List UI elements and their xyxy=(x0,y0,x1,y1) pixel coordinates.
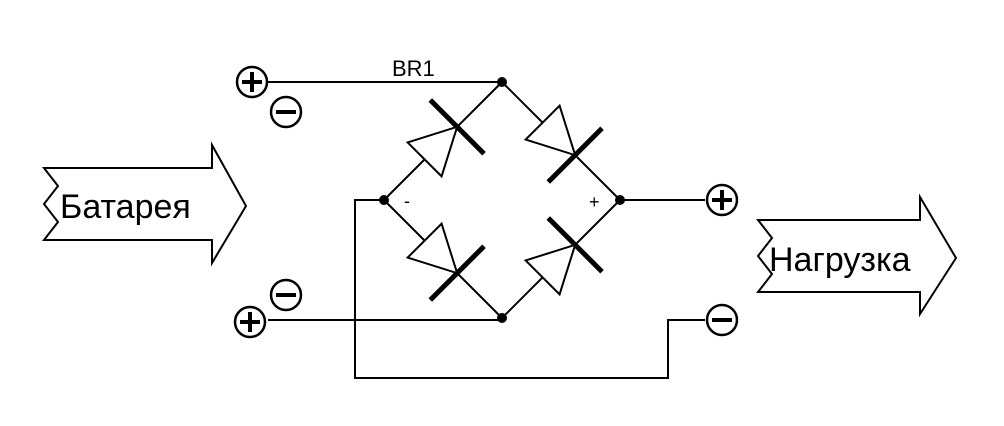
node-left xyxy=(379,195,389,205)
battery-bottom-plus-terminal xyxy=(233,305,267,339)
node-bottom xyxy=(497,313,507,323)
load-label: Нагрузка xyxy=(769,241,911,279)
bridge-minus-label: - xyxy=(404,191,410,211)
battery-bottom-minus-terminal xyxy=(269,278,303,312)
load-minus-terminal xyxy=(705,303,739,337)
bridge-plus-label: + xyxy=(589,192,600,212)
diode-upper-right xyxy=(523,103,604,184)
diode-lower-left xyxy=(405,221,486,302)
battery-label: Батарея xyxy=(60,188,191,226)
wire-bridge-minus-return-to-load xyxy=(354,199,705,379)
battery-top-plus-terminal xyxy=(235,65,269,99)
load-plus-terminal xyxy=(705,183,739,217)
node-right xyxy=(615,195,625,205)
battery-arrow: Батарея xyxy=(41,141,248,267)
load-arrow: Нагрузка xyxy=(755,193,958,318)
diode-upper-left xyxy=(405,98,486,179)
component-label: BR1 xyxy=(392,56,435,81)
battery-top-minus-terminal xyxy=(269,95,303,129)
diode-lower-right xyxy=(523,216,604,297)
node-top xyxy=(497,77,507,87)
